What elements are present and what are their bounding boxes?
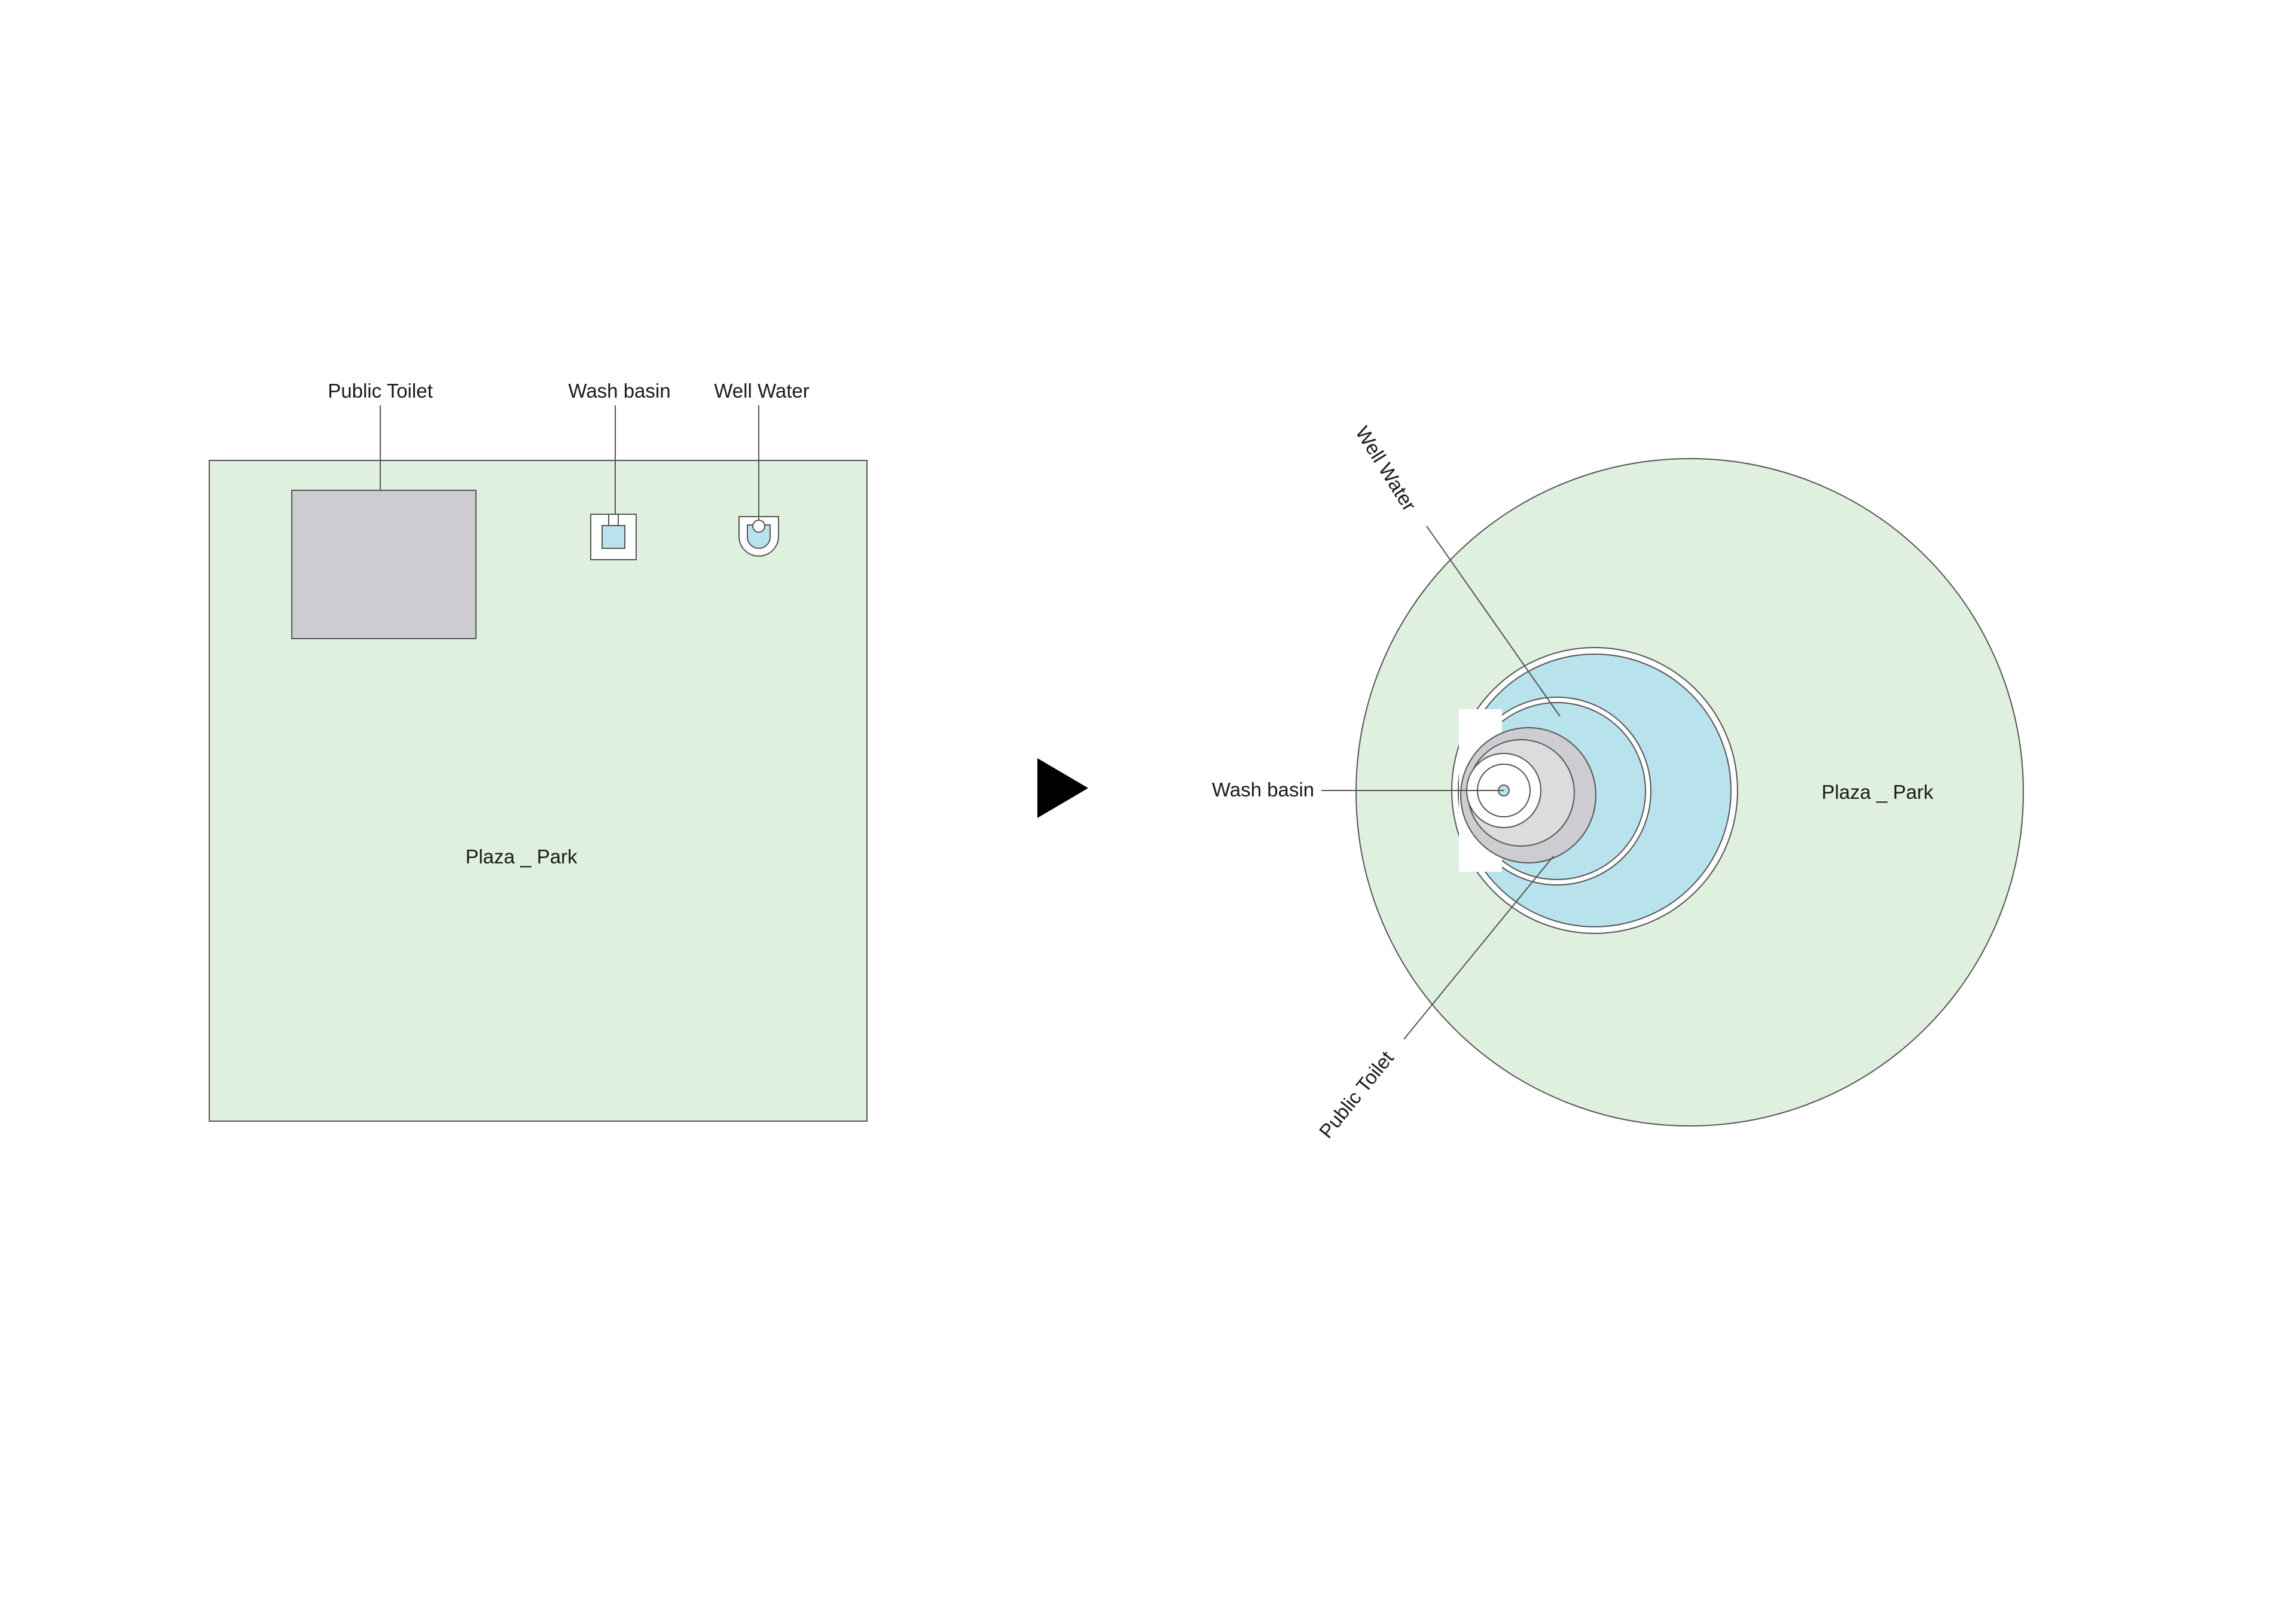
plaza-park-label: Plaza _ Park xyxy=(465,845,578,868)
wash-basin-bowl xyxy=(602,525,625,549)
right-well-water-label: Well Water xyxy=(1351,422,1421,515)
well-water-label: Well Water xyxy=(714,380,810,402)
well-water-pool xyxy=(747,524,771,549)
public-toilet-block xyxy=(291,490,477,639)
well-water-pump xyxy=(752,520,765,533)
right-plan: Wash basin Well Water Public Toilet Plaz… xyxy=(1212,422,2024,1143)
transform-arrow-icon xyxy=(1037,758,1088,818)
right-public-toilet-label: Public Toilet xyxy=(1315,1047,1398,1143)
wash-basin-tap xyxy=(608,514,619,526)
right-wash-basin-label: Wash basin xyxy=(1212,779,1314,801)
right-well-water-leader xyxy=(1426,526,1561,717)
right-plaza-park-label: Plaza _ Park xyxy=(1821,781,1934,803)
left-plan: Public Toilet Wash basin Well Water Plaz… xyxy=(209,380,868,1122)
right-public-toilet-leader xyxy=(1403,856,1554,1040)
wash-basin-label: Wash basin xyxy=(568,380,670,402)
public-toilet-label: Public Toilet xyxy=(328,380,433,402)
